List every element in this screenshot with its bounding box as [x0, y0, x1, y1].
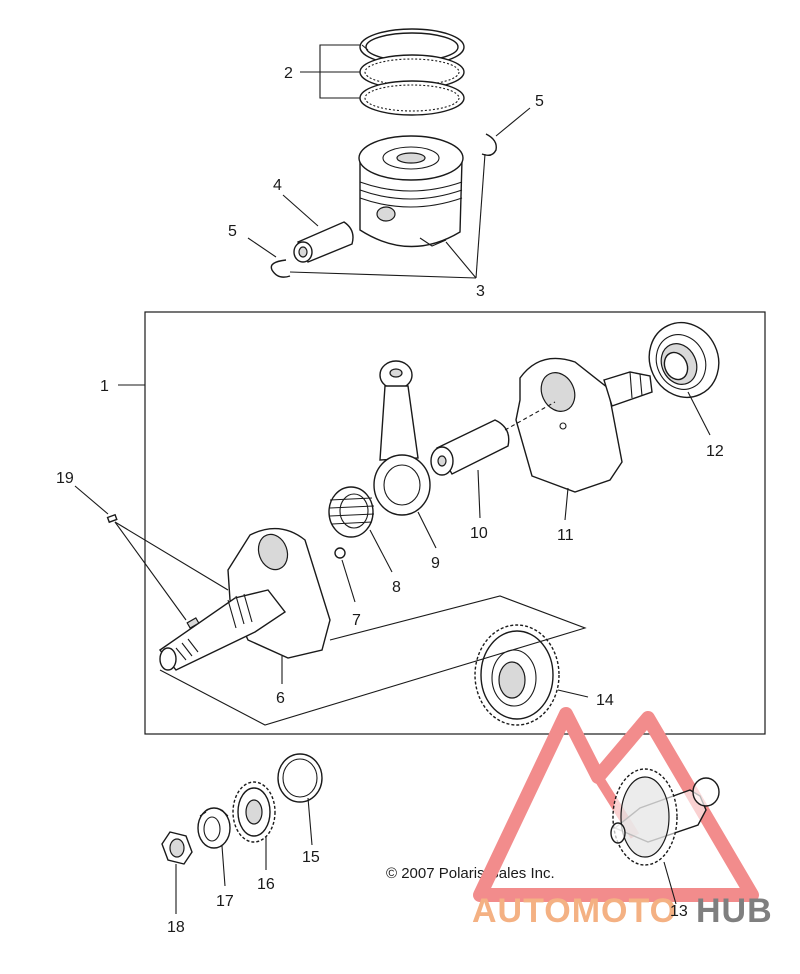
- callout-12: 12: [706, 443, 724, 460]
- circlip-right: [481, 133, 497, 157]
- main-bearing: [648, 321, 720, 436]
- callout-labels: 1 2 3 4 5 5 6 7 8 9 10 11 12 13 14 15 16…: [56, 65, 724, 936]
- assembly-boundary: [144, 311, 766, 735]
- callout-4: 4: [273, 177, 282, 194]
- lock-washer: [197, 807, 231, 887]
- callout-14: 14: [596, 692, 614, 709]
- thrust-washer: [277, 753, 323, 846]
- needle-bearing: [328, 486, 393, 573]
- callout-19: 19: [56, 470, 74, 487]
- woodruff-key: [74, 485, 229, 621]
- connecting-rod: [373, 360, 437, 549]
- circlip-left: [270, 259, 291, 278]
- callout-9: 9: [431, 555, 440, 572]
- check-ball: [334, 547, 356, 603]
- callout-5-left: 5: [228, 223, 237, 240]
- callout-1: 1: [100, 378, 109, 395]
- callout-17: 17: [216, 893, 234, 910]
- callout-3: 3: [476, 283, 485, 300]
- callout-11: 11: [557, 527, 574, 544]
- callout-10: 10: [470, 525, 488, 542]
- group-bracket: [159, 595, 587, 726]
- piston: [358, 135, 464, 248]
- crank-gear: [474, 624, 589, 726]
- callout-18: 18: [167, 919, 185, 936]
- callout-5-right: 5: [535, 93, 544, 110]
- piston-rings: [359, 28, 465, 116]
- crank-pin: [430, 401, 556, 519]
- watermark-text-part2: HUB: [696, 892, 773, 930]
- callout-15: 15: [302, 849, 320, 866]
- callout-8: 8: [392, 579, 401, 596]
- nut: [161, 831, 193, 914]
- callout-13: 13: [670, 903, 688, 920]
- callout-16: 16: [257, 876, 275, 893]
- top-leaders: [247, 44, 531, 279]
- watermark-text-part1: AUTOMOTO: [472, 892, 677, 930]
- callout-7: 7: [352, 612, 361, 629]
- copyright-notice: © 2007 Polaris Sales Inc.: [386, 865, 555, 882]
- crankshaft-right-half: [515, 357, 653, 521]
- callout-6: 6: [276, 690, 285, 707]
- balance-shaft: [610, 768, 720, 905]
- callout-2: 2: [284, 65, 293, 82]
- wrist-pin: [293, 221, 354, 263]
- drive-sprocket: [232, 781, 276, 870]
- crankshaft-left-half: [158, 527, 331, 684]
